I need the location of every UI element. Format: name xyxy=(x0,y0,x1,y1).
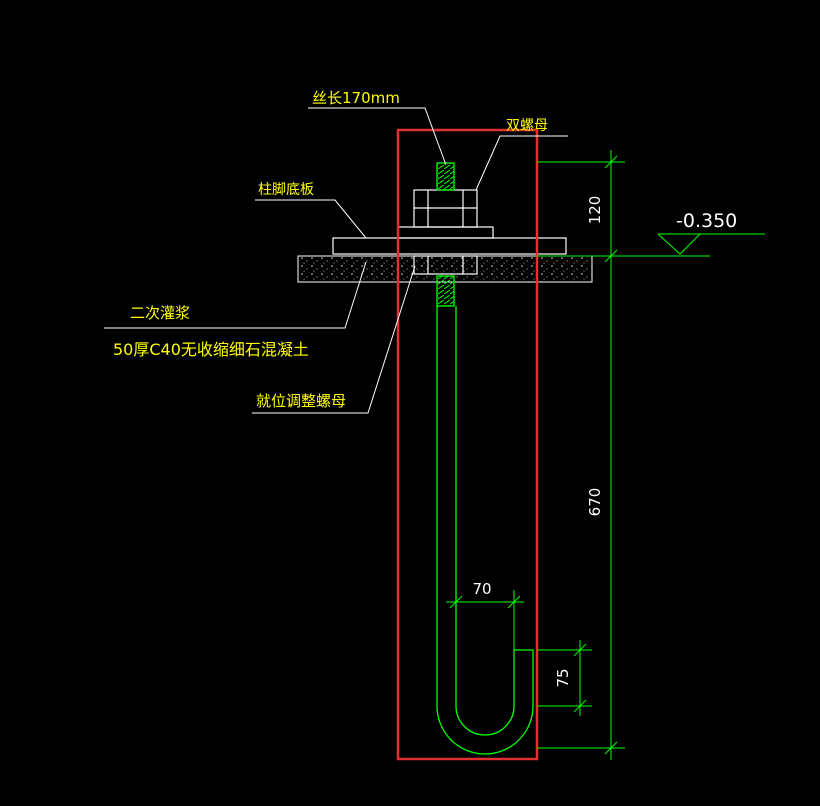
double-nut-shape xyxy=(413,189,478,228)
dim-top: 120 xyxy=(586,196,604,225)
grout-spec-label: 50厚C40无收缩细石混凝土 xyxy=(113,340,309,359)
secondary-grout-label: 二次灌浆 xyxy=(130,304,190,322)
anchor-bolt xyxy=(436,162,534,755)
dimension-lines xyxy=(446,150,765,760)
thread-length-label: 丝长170mm xyxy=(312,89,400,107)
dim-embed: 670 xyxy=(586,488,604,517)
leader-lines xyxy=(104,107,568,414)
leveling-nut-shape xyxy=(413,255,478,275)
elevation-label: -0.350 xyxy=(676,210,737,232)
double-nut-label: 双螺母 xyxy=(506,118,548,134)
dim-hook-width: 70 xyxy=(472,580,491,598)
dim-hook-height: 75 xyxy=(554,668,572,687)
highlight-frame xyxy=(396,128,539,761)
base-plate xyxy=(332,226,567,255)
base-plate-label: 柱脚底板 xyxy=(258,182,314,198)
leveling-nut-label: 就位调整螺母 xyxy=(256,392,346,410)
